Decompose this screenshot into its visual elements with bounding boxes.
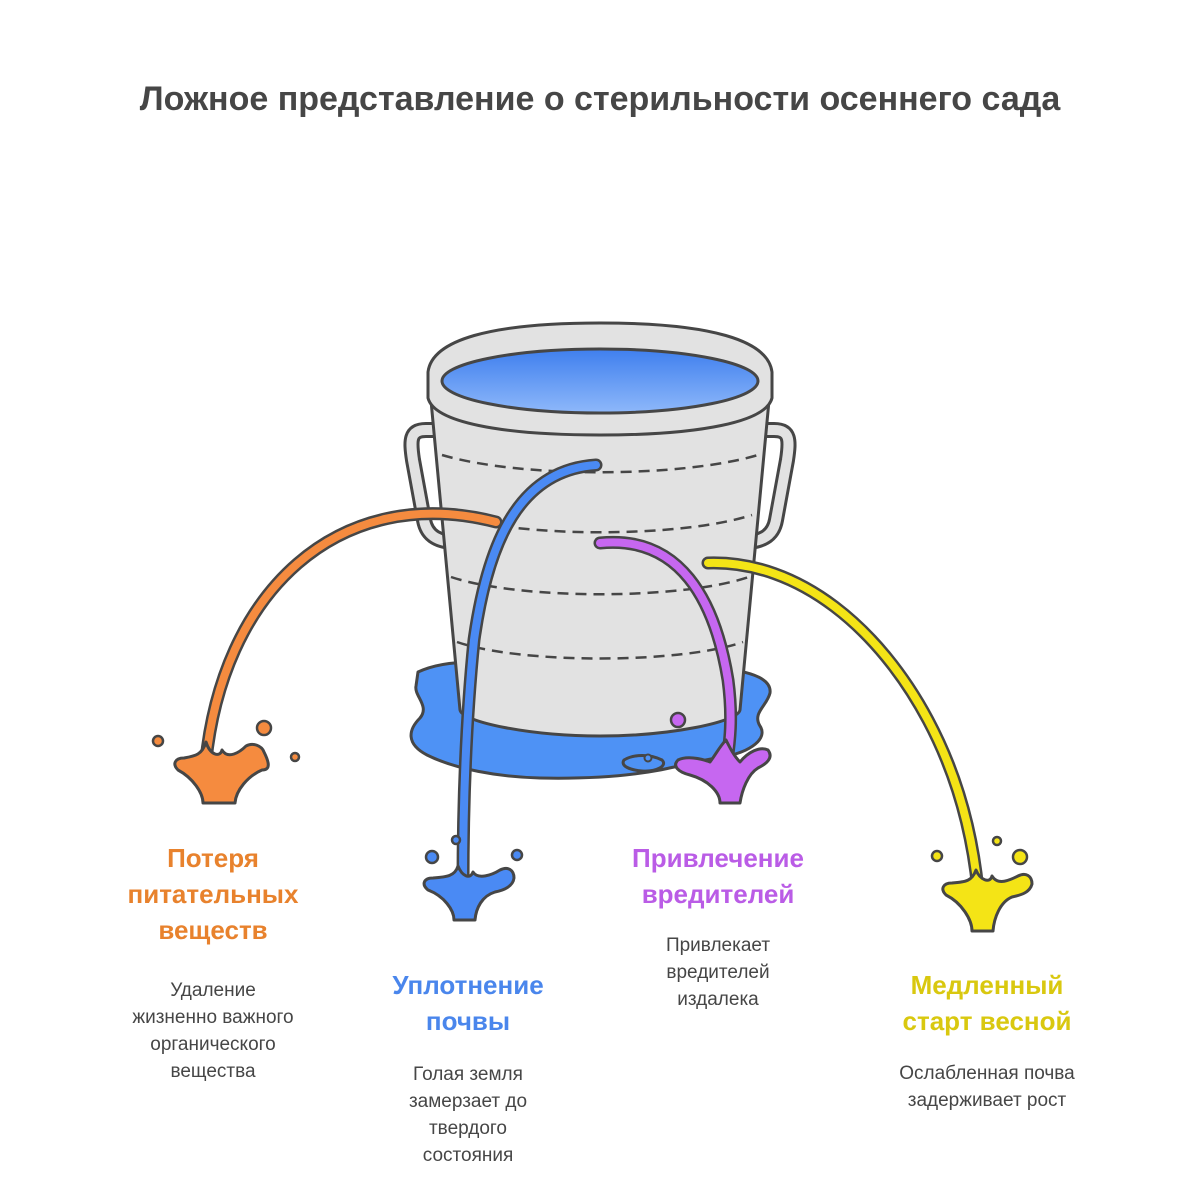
soil-compaction-title: Уплотнение почвы [392,970,544,1036]
nutrient-loss-title: Потеря питательных веществ [127,843,299,945]
soil-compaction-description: Голая земля замерзает до твердого состоя… [408,1064,528,1166]
nutrient-loss-droplet [289,751,301,763]
soil-compaction-block: Уплотнение почвы Голая земля замерзает д… [358,967,578,1169]
slow-spring-droplet [991,835,1003,847]
pest-attraction-block: Привлечение вредителей Привлекает вредит… [608,840,828,1013]
soil-compaction-stream [422,458,603,922]
bucket-handle [739,425,794,547]
slow-spring-droplet [1011,848,1029,866]
water-droplet [643,753,653,763]
soil-compaction-droplet [510,848,524,862]
bucket-handle [406,425,461,547]
slow-spring-block: Медленный старт весной Ослабленная почва… [862,967,1112,1114]
soil-compaction-splash [422,864,516,922]
slow-spring-splash [941,868,1034,933]
bucket-dashed-rings [441,453,759,660]
water-splash [621,754,665,773]
slow-spring-description: Ослабленная почва задерживает рост [899,1063,1075,1111]
nutrient-loss-droplet [151,734,165,748]
page-title: Ложное представление о стерильности осен… [139,80,1061,118]
slow-spring-title: Медленный старт весной [902,970,1072,1036]
slow-spring-stream [701,556,1034,933]
nutrient-loss-splash [173,740,270,805]
pest-attraction-splash [674,738,772,805]
pest-attraction-title: Привлечение вредителей [632,843,804,909]
nutrient-loss-stream [151,507,503,805]
pest-attraction-droplet [669,711,687,729]
nutrient-loss-description: Удаление жизненно важного органического … [132,980,294,1082]
bucket-water-surface [440,347,760,415]
pest-attraction-stream [593,535,772,805]
soil-compaction-droplet [450,834,462,846]
pest-attraction-description: Привлекает вредителей издалека [665,935,771,1010]
nutrient-loss-block: Потеря питательных веществ Удаление жизн… [98,840,328,1085]
soil-compaction-droplet [424,849,440,865]
slow-spring-droplet [930,849,944,863]
nutrient-loss-droplet [255,719,273,737]
